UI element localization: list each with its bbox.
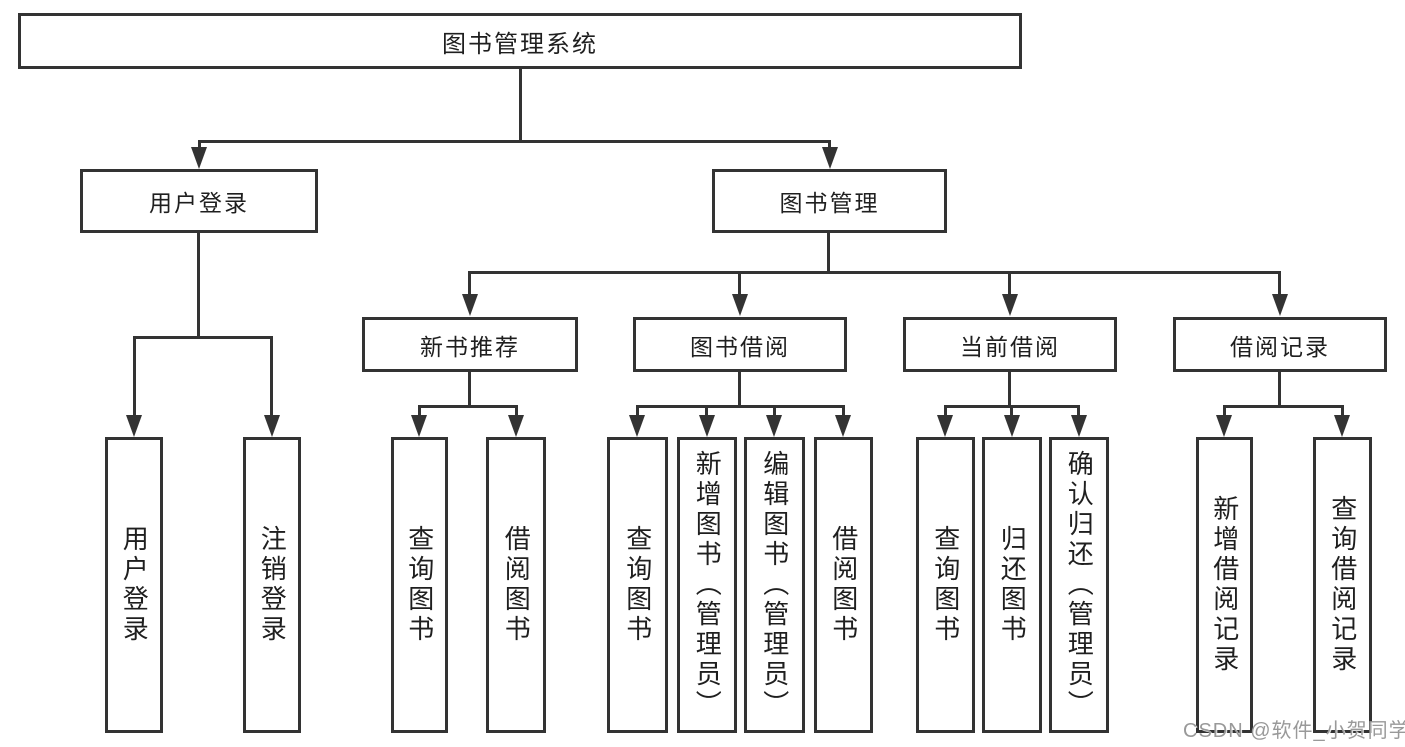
connector-vline	[1008, 271, 1011, 299]
watermark: CSDN @软件_小贺同学	[1183, 720, 1405, 742]
connector-vline	[1010, 405, 1013, 419]
arrow-down-icon	[629, 415, 645, 437]
connector-vline	[519, 69, 522, 140]
connector-hline	[133, 336, 273, 339]
leaf-bb-query-books: 查询图书	[607, 437, 668, 733]
connector-vline	[1223, 405, 1226, 419]
connector-vline	[198, 140, 201, 152]
connector-hline	[198, 140, 831, 143]
leaf-label: 新增借阅记录	[1209, 495, 1240, 675]
arrow-down-icon	[191, 147, 207, 169]
connector-hline	[636, 405, 844, 408]
arrow-down-icon	[411, 415, 427, 437]
node-borrow-records: 借阅记录	[1173, 317, 1387, 372]
connector-hline	[418, 405, 518, 408]
node-new-book-recommend: 新书推荐	[362, 317, 578, 372]
connector-vline	[738, 372, 741, 405]
node-user-login: 用户登录	[80, 169, 318, 233]
connector-vline	[468, 271, 471, 299]
leaf-label: 归还图书	[997, 525, 1028, 645]
leaf-label: 注销登录	[257, 525, 288, 645]
connector-vline	[468, 372, 471, 405]
arrow-down-icon	[1071, 415, 1087, 437]
leaf-cb-confirm-return-admin: 确认归还（管理员）	[1049, 437, 1109, 733]
leaf-nb-query-books: 查询图书	[391, 437, 448, 733]
connector-vline	[738, 271, 741, 299]
node-current-borrow: 当前借阅	[903, 317, 1117, 372]
leaf-user-login: 用户登录	[105, 437, 163, 733]
arrow-down-icon	[126, 415, 142, 437]
connector-vline	[705, 405, 708, 419]
arrow-down-icon	[699, 415, 715, 437]
connector-vline	[515, 405, 518, 419]
arrow-down-icon	[822, 147, 838, 169]
arrow-down-icon	[1272, 294, 1288, 316]
connector-vline	[828, 140, 831, 152]
leaf-br-add-borrow-record: 新增借阅记录	[1196, 437, 1253, 733]
leaf-label: 查询图书	[404, 525, 435, 645]
leaf-label: 确认归还（管理员）	[1064, 450, 1095, 720]
arrow-down-icon	[1334, 415, 1350, 437]
connector-vline	[842, 405, 845, 419]
arrow-down-icon	[508, 415, 524, 437]
leaf-label: 借阅图书	[501, 525, 532, 645]
leaf-label: 查询借阅记录	[1327, 495, 1358, 675]
node-book-borrow: 图书借阅	[633, 317, 847, 372]
arrow-down-icon	[462, 294, 478, 316]
connector-vline	[270, 336, 273, 420]
connector-vline	[1341, 405, 1344, 419]
leaf-label: 用户登录	[119, 525, 150, 645]
connector-vline	[773, 405, 776, 419]
leaf-cb-query-books: 查询图书	[916, 437, 975, 733]
connector-vline	[197, 233, 200, 336]
arrow-down-icon	[766, 415, 782, 437]
leaf-bb-add-books-admin: 新增图书（管理员）	[677, 437, 737, 733]
leaf-nb-borrow-books: 借阅图书	[486, 437, 546, 733]
arrow-down-icon	[1002, 294, 1018, 316]
leaf-cb-return-books: 归还图书	[982, 437, 1042, 733]
connector-vline	[636, 405, 639, 419]
leaf-label: 借阅图书	[828, 525, 859, 645]
connector-hline	[1223, 405, 1344, 408]
leaf-label: 查询图书	[930, 525, 961, 645]
connector-vline	[1077, 405, 1080, 419]
arrow-down-icon	[1004, 415, 1020, 437]
connector-vline	[827, 233, 830, 271]
arrow-down-icon	[937, 415, 953, 437]
leaf-bb-borrow-books: 借阅图书	[814, 437, 873, 733]
connector-vline	[133, 336, 136, 420]
leaf-label: 查询图书	[622, 525, 653, 645]
leaf-label: 编辑图书（管理员）	[759, 450, 790, 720]
connector-vline	[1008, 372, 1011, 405]
leaf-br-query-borrow-record: 查询借阅记录	[1313, 437, 1372, 733]
arrow-down-icon	[732, 294, 748, 316]
node-book-management: 图书管理	[712, 169, 947, 233]
leaf-logout: 注销登录	[243, 437, 301, 733]
connector-vline	[944, 405, 947, 419]
arrow-down-icon	[264, 415, 280, 437]
arrow-down-icon	[1216, 415, 1232, 437]
connector-hline	[468, 271, 1281, 274]
leaf-label: 新增图书（管理员）	[692, 450, 723, 720]
connector-vline	[418, 405, 421, 419]
arrow-down-icon	[835, 415, 851, 437]
connector-vline	[1278, 372, 1281, 405]
connector-vline	[1278, 271, 1281, 299]
node-library-system: 图书管理系统	[18, 13, 1022, 69]
leaf-bb-edit-books-admin: 编辑图书（管理员）	[744, 437, 805, 733]
